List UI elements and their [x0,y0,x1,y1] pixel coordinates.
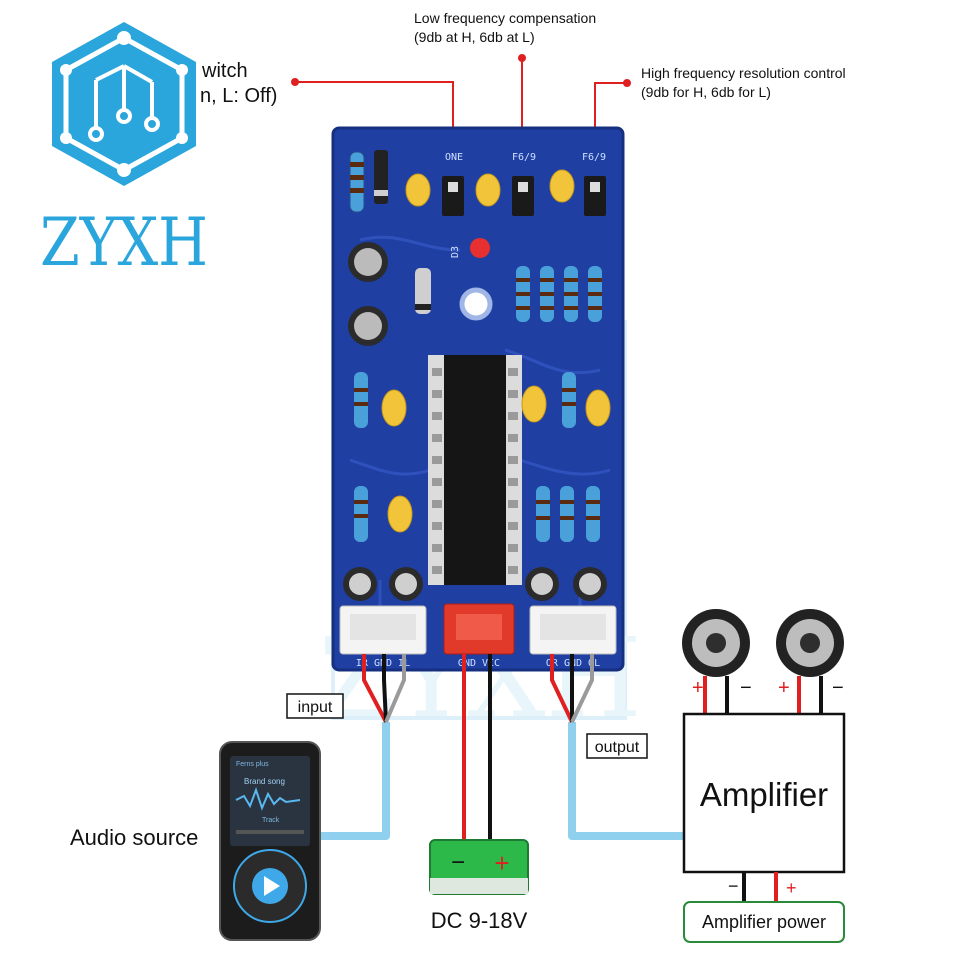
low-freq-note-line1: Low frequency compensation [414,10,596,26]
spk-left-minus: − [740,677,752,699]
output-wires [550,654,594,723]
high-freq-note-line1: High frequency resolution control [641,65,846,81]
audio-player: Ferns plus Brand song Track [219,741,321,941]
dc-voltage-label: DC 9-18V [431,908,528,933]
amplifier-box: Amplifier [682,712,846,874]
audio-source-label: Audio source [70,825,198,850]
output-connector [529,605,617,655]
input-wires [362,654,406,723]
speaker-right [776,609,844,677]
battery-plus: + [494,848,509,878]
ic-chip [428,355,522,585]
output-label-box: output [586,733,648,759]
player-song: Brand song [244,777,285,786]
player-track: Track [262,817,280,824]
blue-cables [312,722,684,840]
side-components [343,372,611,601]
input-connector [339,605,427,655]
jumper-label-3: F6/9 [582,152,606,163]
player-screen-title: Ferns plus [236,761,269,768]
power-wires [462,654,492,840]
switch-note-line2: n, L: Off) [200,85,277,107]
spk-right-plus: + [778,677,790,699]
output-label: output [595,739,640,756]
input-label: input [298,699,333,716]
jumper-label-1: ONE [445,152,463,163]
speaker-wires [703,676,823,714]
top-components [405,169,606,216]
spk-right-minus: − [832,677,844,699]
amp-power-minus: − [728,876,739,896]
amplifier-label: Amplifier [700,776,828,813]
high-freq-note-line2: (9db for H, 6db for L) [641,84,771,100]
spk-left-plus: + [692,677,704,699]
led-label: D3 [450,246,461,258]
speaker-left [682,609,750,677]
dc-battery: − + [429,839,529,895]
power-connector [443,603,515,655]
resistor-bank-top [516,266,602,322]
brand-name: ZYXH [40,204,208,281]
amplifier-power-label: Amplifier power [702,912,826,932]
pcb-board: ONE F6/9 F6/9 D3 [331,126,625,672]
amp-power-plus: + [786,878,797,898]
switch-note-line1: witch [201,60,248,82]
brand-logo: ZYXH [40,22,208,281]
low-freq-note-line2: (9db at H, 6db at L) [414,29,535,45]
amplifier-power-box: Amplifier power [683,901,845,943]
power-pin-labels: GND VCC [458,658,500,669]
battery-minus: − [451,849,465,876]
jumper-label-2: F6/9 [512,152,536,163]
input-label-box: input [286,693,344,719]
amplifier-power-wires [742,872,778,902]
